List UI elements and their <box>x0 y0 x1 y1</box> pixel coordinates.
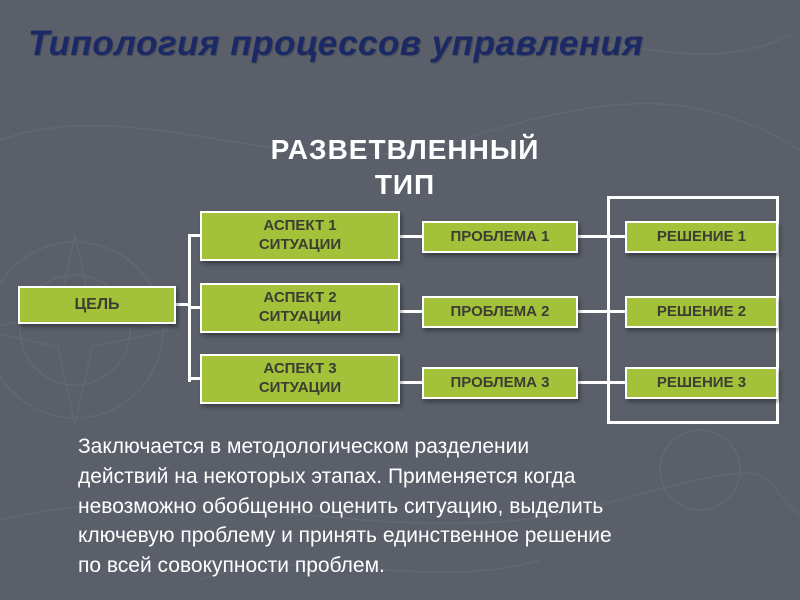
slide-title: Типология процессов управления <box>28 24 644 63</box>
connector-aspect3-stub <box>188 377 202 380</box>
diagram-heading-line2: ТИП <box>374 169 436 200</box>
connector-aspect2-stub <box>188 306 202 309</box>
solution-3-box: РЕШЕНИЕ 3 <box>625 367 778 399</box>
problem-2-box: ПРОБЛЕМА 2 <box>422 296 578 328</box>
connector-problem3-solution3 <box>577 381 626 384</box>
connector-problem2-solution2 <box>577 310 626 313</box>
goal-box: ЦЕЛЬ <box>18 286 176 324</box>
diagram-heading-line1: РАЗВЕТВЛЕННЫЙ <box>270 134 540 165</box>
solution-2-box: РЕШЕНИЕ 2 <box>625 296 778 328</box>
connector-aspect2-problem2 <box>399 310 423 313</box>
problem-1-box: ПРОБЛЕМА 1 <box>422 221 578 253</box>
diagram-heading: РАЗВЕТВЛЕННЫЙ ТИП <box>240 132 570 202</box>
aspect-2-box: АСПЕКТ 2 СИТУАЦИИ <box>200 283 400 333</box>
connector-goal-horizontal <box>176 303 190 306</box>
solution-1-box: РЕШЕНИЕ 1 <box>625 221 778 253</box>
connector-aspect1-stub <box>188 234 202 237</box>
aspect-1-box: АСПЕКТ 1 СИТУАЦИИ <box>200 211 400 261</box>
aspect-3-box: АСПЕКТ 3 СИТУАЦИИ <box>200 354 400 404</box>
description-text: Заключается в методологическом разделени… <box>78 435 612 578</box>
connector-problem1-solution1 <box>577 235 626 238</box>
connector-aspect3-problem3 <box>399 381 423 384</box>
connector-aspect1-problem1 <box>399 235 423 238</box>
problem-3-box: ПРОБЛЕМА 3 <box>422 367 578 399</box>
